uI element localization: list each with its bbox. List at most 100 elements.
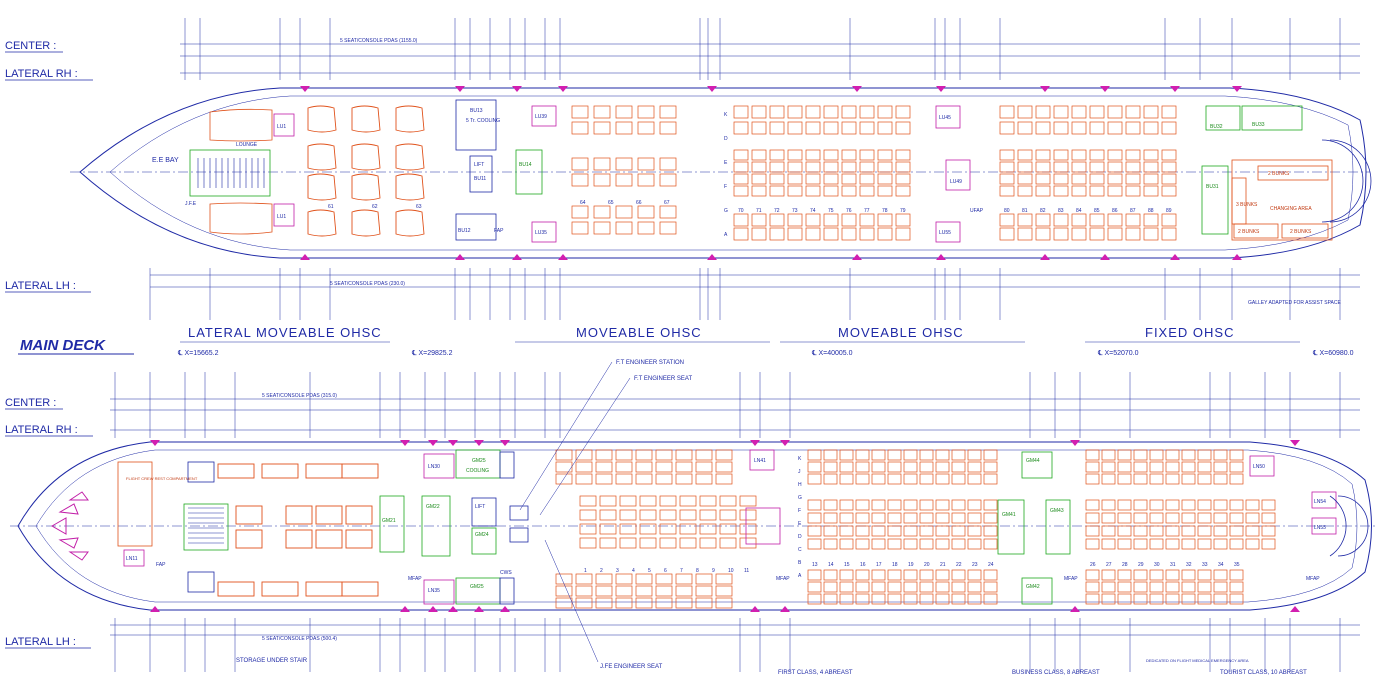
economy-seat — [1161, 121, 1177, 135]
station-marker-4: ℄ X=52070.0 — [1097, 350, 1139, 357]
economy-row-number: 85 — [1094, 208, 1100, 214]
economy-seat — [1133, 449, 1148, 461]
economy-seat — [1197, 512, 1212, 524]
economy-seat — [769, 173, 785, 185]
business-seat — [659, 121, 677, 135]
business-seat — [571, 157, 589, 171]
fe-seat-2-label: J.FE ENGINEER SEAT — [600, 664, 663, 670]
economy-seat — [1035, 173, 1051, 185]
economy-seat — [1181, 461, 1196, 473]
economy-seat — [823, 185, 839, 197]
economy-seat — [935, 538, 950, 550]
seat-letter: D — [798, 534, 802, 540]
economy-seat — [807, 499, 822, 511]
economy-seat — [1261, 538, 1276, 550]
first-class-label: FIRST CLASS, 4 ABREAST — [778, 670, 853, 675]
economy-seat — [1035, 161, 1051, 173]
economy-seat — [1071, 121, 1087, 135]
economy-row-number: 30 — [1154, 562, 1160, 568]
economy-seat — [1125, 161, 1141, 173]
bu31-label: BU31 — [1206, 184, 1219, 190]
first-class-seat — [217, 463, 255, 479]
economy-row-number: 15 — [844, 562, 850, 568]
cws-label: CWS — [500, 570, 512, 576]
business-seat — [593, 121, 611, 135]
door-marker — [400, 440, 410, 446]
cooling-label: COOLING — [466, 468, 489, 474]
business-seat — [575, 573, 593, 585]
economy-seat — [787, 105, 803, 119]
business-seat — [695, 449, 713, 461]
business-seat — [715, 573, 733, 585]
gm21-label: GM21 — [382, 518, 396, 524]
economy-seat — [807, 569, 822, 581]
seat-letter: J — [798, 469, 801, 475]
economy-seat — [1053, 213, 1069, 227]
economy-row-number: 79 — [900, 208, 906, 214]
economy-seat — [983, 461, 998, 473]
door-marker — [428, 440, 438, 446]
economy-seat — [855, 512, 870, 524]
economy-row-number: 74 — [810, 208, 816, 214]
business-row-number: 66 — [636, 200, 642, 206]
economy-seat — [967, 512, 982, 524]
dedicated-area-label: DEDICATED ON FLIGHT MEDICAL EMERGENCY AR… — [1146, 658, 1249, 663]
economy-seat — [877, 227, 893, 241]
crew-rest-label: FLIGHT CREW REST COMPARTMENT — [126, 476, 198, 481]
first-suite-seat — [395, 173, 425, 201]
economy-seat — [1245, 538, 1260, 550]
door-marker — [558, 86, 568, 92]
seat-letter: A — [724, 232, 728, 238]
economy-seat — [1133, 525, 1148, 537]
economy-seat — [823, 161, 839, 173]
economy-row-number: 18 — [892, 562, 898, 568]
economy-seat — [967, 581, 982, 593]
bu13-label: BU13 — [470, 108, 483, 114]
economy-seat — [1017, 149, 1033, 161]
economy-seat — [1149, 538, 1164, 550]
economy-row-number: 86 — [1112, 208, 1118, 214]
economy-seat — [1165, 449, 1180, 461]
business-seat — [655, 473, 673, 485]
economy-seat — [1089, 149, 1105, 161]
economy-seat — [733, 105, 749, 119]
door-marker — [1100, 86, 1110, 92]
business-seat — [555, 461, 573, 473]
business-seat — [659, 221, 677, 235]
door-marker — [1232, 86, 1242, 92]
business-row-number: 3 — [616, 568, 619, 574]
economy-seat — [871, 581, 886, 593]
business-seat — [679, 495, 697, 507]
economy-seat — [855, 569, 870, 581]
economy-seat — [1213, 499, 1228, 511]
bu32-label: BU32 — [1210, 124, 1223, 130]
economy-seat — [1107, 213, 1123, 227]
door-marker — [1040, 86, 1050, 92]
lounge-label: LOUNGE — [236, 142, 258, 148]
economy-seat — [1085, 499, 1100, 511]
economy-seat — [841, 161, 857, 173]
economy-seat — [967, 449, 982, 461]
economy-seat — [951, 461, 966, 473]
economy-seat — [1197, 473, 1212, 485]
economy-seat — [1161, 161, 1177, 173]
economy-seat — [751, 161, 767, 173]
cockpit-windows — [50, 491, 89, 561]
economy-seat — [1017, 161, 1033, 173]
business-seat — [659, 495, 677, 507]
economy-seat — [1165, 593, 1180, 605]
economy-seat — [951, 449, 966, 461]
economy-seat — [919, 538, 934, 550]
economy-seat — [1181, 499, 1196, 511]
economy-seat — [1165, 525, 1180, 537]
business-seat — [575, 461, 593, 473]
economy-seat — [839, 449, 854, 461]
business-seat — [555, 449, 573, 461]
economy-seat — [1149, 525, 1164, 537]
first-class-seat — [235, 529, 263, 549]
economy-seat — [887, 499, 902, 511]
bunks-4-label: 2 BUNKS — [1290, 229, 1312, 235]
economy-seat — [1181, 525, 1196, 537]
economy-seat — [841, 105, 857, 119]
upper-stair — [197, 158, 265, 188]
